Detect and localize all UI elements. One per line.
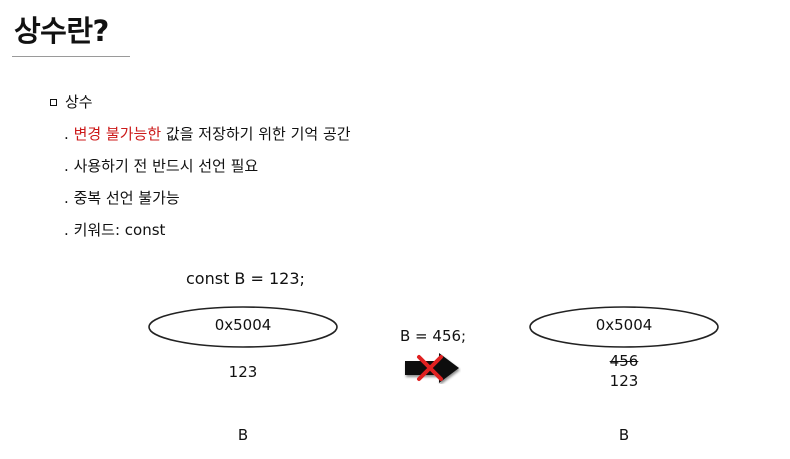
memory-address: 0x5004	[214, 316, 272, 334]
bullet-marker: .	[64, 221, 69, 239]
bullet-text: 사용하기 전 반드시 선언 필요	[73, 157, 259, 175]
bullet-item: . 중복 선언 불가능	[64, 187, 351, 219]
blocked-arrow-icon	[405, 353, 459, 383]
memory-value: 123	[609, 372, 639, 390]
bullet-marker: .	[64, 125, 69, 143]
section-heading-text: 상수	[65, 93, 93, 111]
cylinder-shape	[148, 306, 338, 455]
memory-cylinder-right: 0x5004 456 123	[529, 305, 719, 455]
memory-label-left: B	[237, 426, 249, 444]
square-bullet-icon	[50, 98, 57, 106]
memory-cylinder-left: 0x5004 123	[148, 305, 338, 455]
memory-old-value: 456	[609, 352, 639, 370]
bullet-list: . 변경 불가능한 값을 저장하기 위한 기억 공간 . 사용하기 전 반드시 …	[64, 123, 351, 251]
bullet-item: . 변경 불가능한 값을 저장하기 위한 기억 공간	[64, 123, 351, 155]
title-underline	[12, 56, 130, 57]
slide-title: 상수란?	[14, 14, 109, 48]
bullet-item: . 사용하기 전 반드시 선언 필요	[64, 155, 351, 187]
assignment-code: B = 456;	[400, 327, 467, 345]
memory-address: 0x5004	[595, 316, 653, 334]
section-heading: 상수	[50, 91, 93, 113]
bullet-item: . 키워드: const	[64, 219, 351, 251]
code-declaration: const B = 123;	[186, 269, 305, 288]
bullet-text: 값을 저장하기 위한 기억 공간	[161, 125, 351, 143]
bullet-marker: .	[64, 189, 69, 207]
bullet-text: 중복 선언 불가능	[73, 189, 180, 207]
memory-label-right: B	[618, 426, 630, 444]
memory-value: 123	[228, 363, 258, 381]
highlight-text: 변경 불가능한	[73, 125, 162, 143]
bullet-text: 키워드: const	[73, 221, 166, 239]
cylinder-shape	[529, 306, 719, 455]
bullet-marker: .	[64, 157, 69, 175]
